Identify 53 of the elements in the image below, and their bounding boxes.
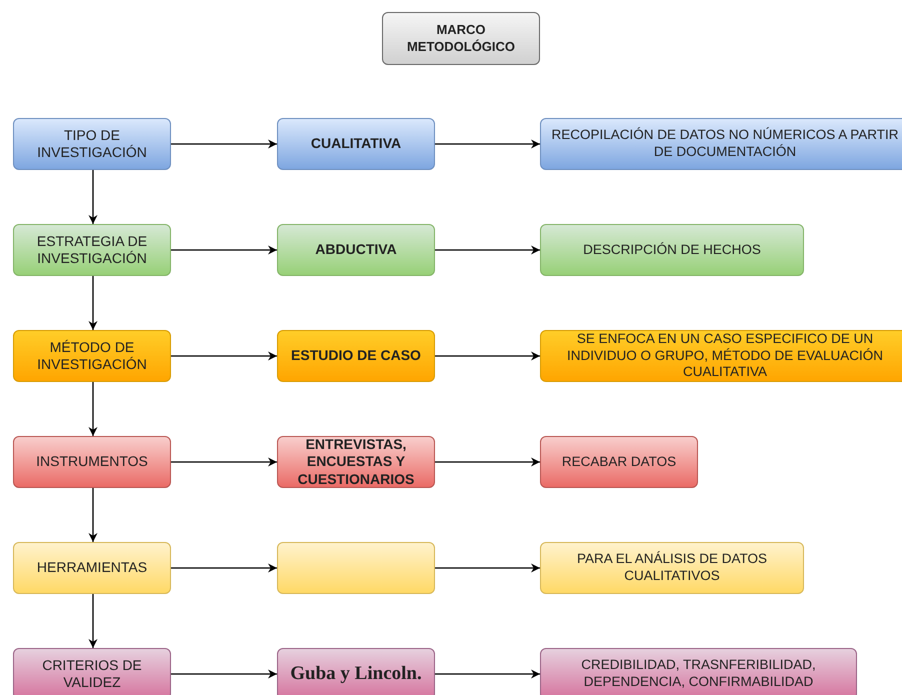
process-box bbox=[13, 224, 171, 276]
arrow bbox=[171, 458, 277, 466]
process-box bbox=[13, 542, 171, 594]
box-label: Guba y Lincoln. bbox=[290, 662, 422, 686]
box-label: MÉTODO DE INVESTIGACIÓN bbox=[36, 338, 148, 374]
arrow bbox=[88, 382, 98, 436]
process-box bbox=[540, 224, 804, 276]
arrow bbox=[171, 140, 277, 148]
box-label: HERRAMIENTAS bbox=[36, 559, 148, 577]
process-box bbox=[13, 648, 171, 695]
box-label: MARCO METODOLÓGICO bbox=[406, 22, 516, 55]
box-label: TIPO DE INVESTIGACIÓN bbox=[36, 126, 148, 162]
process-box bbox=[277, 224, 435, 276]
process-box bbox=[277, 648, 435, 695]
arrow bbox=[435, 458, 540, 466]
box-label: ESTUDIO DE CASO bbox=[291, 347, 421, 365]
process-box bbox=[277, 118, 435, 170]
box-label: CREDIBILIDAD, TRASNFERIBILIDAD, DEPENDENCIA, CONFIRMABILIDAD bbox=[580, 657, 817, 691]
box-label: ABDUCTIVA bbox=[315, 241, 397, 259]
process-box bbox=[13, 436, 171, 488]
process-box bbox=[540, 542, 804, 594]
arrow bbox=[435, 140, 540, 148]
box-label: ENTREVISTAS, ENCUESTAS Y CUESTIONARIOS bbox=[296, 436, 416, 488]
arrow bbox=[171, 564, 277, 572]
arrow bbox=[88, 594, 98, 648]
arrow bbox=[435, 564, 540, 572]
process-box bbox=[277, 436, 435, 488]
arrow bbox=[88, 276, 98, 330]
process-box bbox=[540, 648, 857, 695]
arrow bbox=[171, 352, 277, 360]
process-box bbox=[13, 330, 171, 382]
arrow bbox=[88, 488, 98, 542]
box-label: CUALITATIVA bbox=[310, 135, 402, 153]
box-label: ESTRATEGIA DE INVESTIGACIÓN bbox=[36, 232, 148, 268]
box-label: RECABAR DATOS bbox=[562, 454, 676, 470]
arrow bbox=[88, 170, 98, 224]
arrow bbox=[435, 352, 540, 360]
box-label: CRITERIOS DE VALIDEZ bbox=[41, 656, 143, 692]
process-box bbox=[540, 436, 698, 488]
arrow bbox=[171, 670, 277, 678]
process-box bbox=[277, 542, 435, 594]
process-box bbox=[540, 118, 902, 170]
process-box bbox=[13, 118, 171, 170]
arrow bbox=[435, 670, 540, 678]
box-label: RECOPILACIÓN DE DATOS NO NÚMERICOS A PARTIR DE DOCUMENTACIÓN bbox=[550, 127, 900, 161]
box-label: SE ENFOCA EN UN CASO ESPECIFICO DE UN INDIVIDUO O GRUPO, MÉTODO DE EVALUACIÓN CUALITATIVA bbox=[566, 330, 884, 382]
title-box bbox=[382, 12, 540, 65]
arrow bbox=[435, 246, 540, 254]
box-label: DESCRIPCIÓN DE HECHOS bbox=[583, 242, 761, 258]
arrow bbox=[171, 246, 277, 254]
box-label: INSTRUMENTOS bbox=[36, 453, 148, 471]
box-label: PARA EL ANÁLISIS DE DATOS CUALITATIVOS bbox=[576, 551, 768, 585]
process-box bbox=[277, 330, 435, 382]
